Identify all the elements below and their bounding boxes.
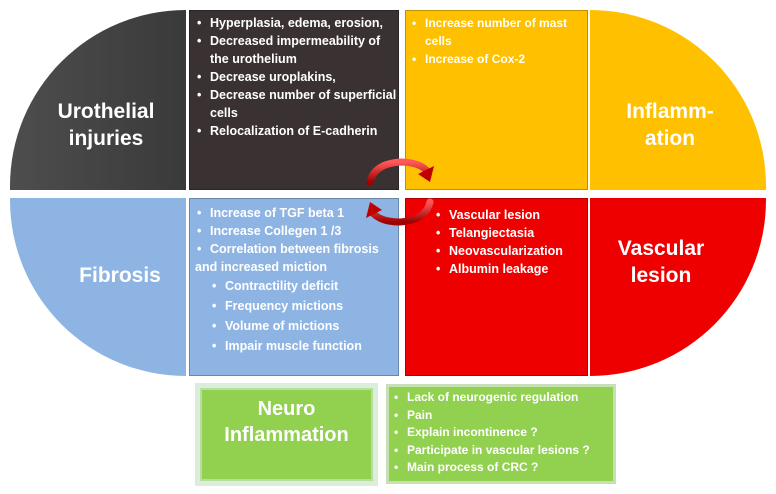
- list-item: Increase of TGF beta 1: [195, 204, 397, 222]
- list-item: Lack of neurogenic regulation: [392, 389, 614, 407]
- urothelial-list: Hyperplasia, edema, erosion, Decreased i…: [195, 14, 397, 140]
- list-item: Decreased impermeability of the urotheli…: [195, 32, 397, 68]
- list-item: Impair muscle function: [210, 336, 395, 356]
- list-item: Vascular lesion: [434, 206, 584, 224]
- list-item: Increase of Cox-2: [410, 50, 585, 68]
- list-item: Correlation between fibrosis and increas…: [195, 240, 397, 276]
- neuro-list: Lack of neurogenic regulation Pain Expla…: [392, 389, 614, 477]
- list-item: Increase number of mast cells: [410, 14, 585, 50]
- vascular-list: Vascular lesion Telangiectasia Neovascul…: [434, 206, 584, 278]
- list-item: Volume of mictions: [210, 316, 395, 336]
- list-item: Telangiectasia: [434, 224, 584, 242]
- list-item: Hyperplasia, edema, erosion,: [195, 14, 397, 32]
- fibrosis-sub-list: Contractility deficit Frequency mictions…: [210, 276, 395, 356]
- list-item: Participate in vascular lesions ?: [392, 442, 614, 460]
- neuro-inflammation-box: [195, 383, 378, 486]
- cycle-arrows-icon: [366, 158, 434, 226]
- list-item: Explain incontinence ?: [392, 424, 614, 442]
- inflammation-title: Inflamm-ation: [626, 100, 714, 150]
- list-item: Neovascularization: [434, 242, 584, 260]
- inflammation-list: Increase number of mast cells Increase o…: [410, 14, 585, 68]
- list-item: Increase Collegen 1 /3: [195, 222, 397, 240]
- list-item: Contractility deficit: [210, 276, 395, 296]
- list-item: Decrease number of superficial cells: [195, 86, 397, 122]
- list-item: Main process of CRC ?: [392, 459, 614, 477]
- fibrosis-list: Increase of TGF beta 1 Increase Collegen…: [195, 204, 397, 276]
- fibrosis-title: Fibrosis: [79, 263, 161, 287]
- list-item: Albumin leakage: [434, 260, 584, 278]
- list-item: Relocalization of E-cadherin: [195, 122, 397, 140]
- list-item: Frequency mictions: [210, 296, 395, 316]
- list-item: Decrease uroplakins,: [195, 68, 397, 86]
- list-item: Pain: [392, 407, 614, 425]
